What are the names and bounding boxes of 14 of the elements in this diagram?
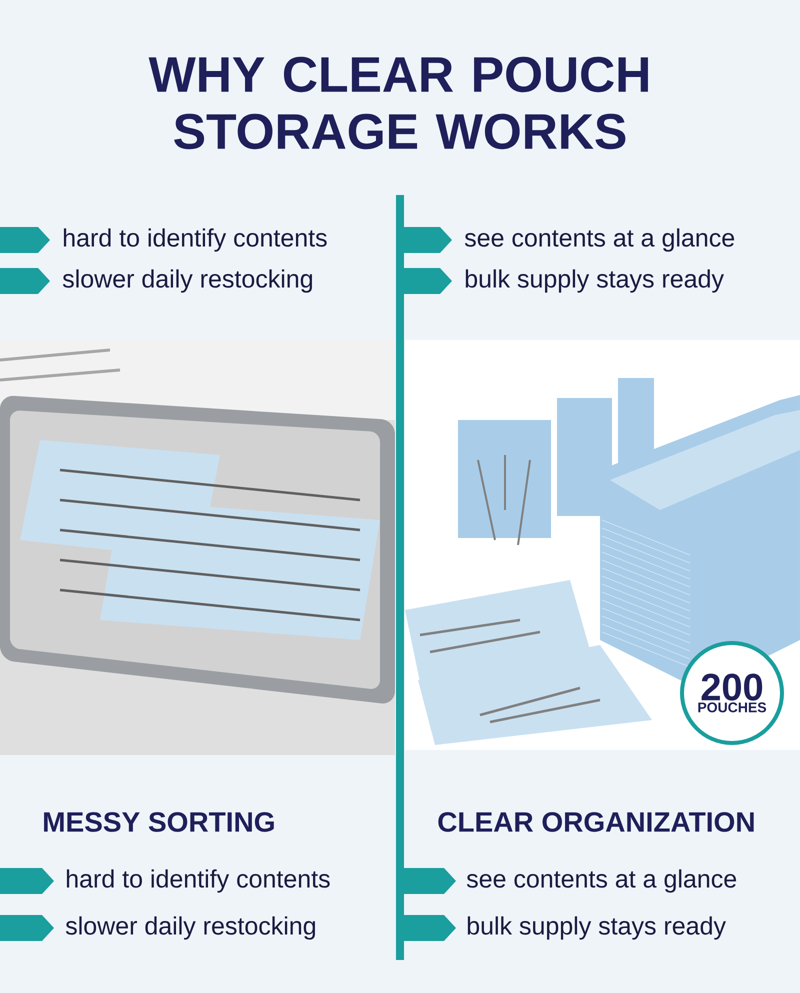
- bullet-text: slower daily restocking: [66, 916, 316, 940]
- section-heading: MESSY SORTING: [44, 812, 274, 832]
- node-label: 200: [702, 674, 762, 701]
- bullet-text: see contents at a glance: [466, 869, 736, 893]
- node-label: POUCHES: [698, 702, 766, 712]
- bullet-text: see contents at a glance: [464, 228, 734, 252]
- title: WHY CLEAR POUCH STORAGE WORKS: [148, 56, 648, 150]
- section-heading: CLEAR ORGANIZATION: [438, 812, 754, 832]
- bullet-text: hard to identify contents: [66, 869, 330, 893]
- bullet-text: bulk supply stays ready: [466, 269, 724, 293]
- count-badge: 200 POUCHES: [680, 641, 784, 745]
- bullet-text: hard to identify contents: [64, 228, 327, 252]
- bullet-text: slower daily restocking: [62, 269, 312, 293]
- bullet-text: bulk supply stays ready: [468, 916, 726, 940]
